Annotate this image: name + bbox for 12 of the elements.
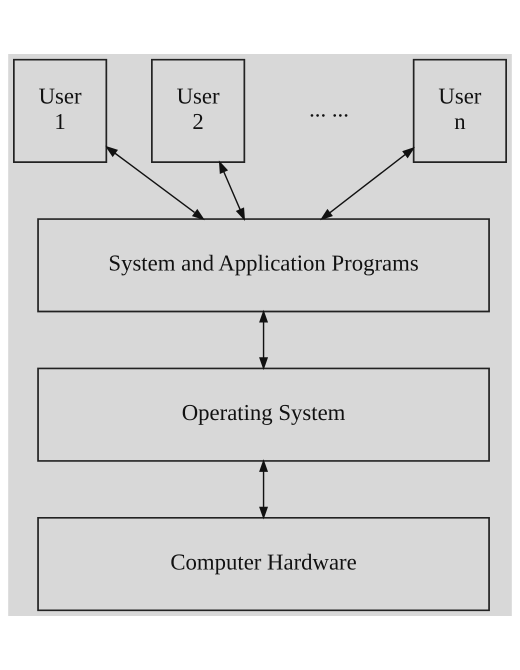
node-box: Operating System [37, 368, 490, 462]
node-box: System and Application Programs [37, 218, 490, 312]
arrow [105, 146, 205, 220]
node-box: User n [412, 58, 507, 163]
node-box: User 2 [151, 58, 246, 163]
label: ... ... [309, 96, 349, 122]
arrow [259, 310, 268, 370]
arrow [320, 146, 416, 220]
arrow [218, 160, 246, 221]
arrow [259, 459, 268, 520]
node-box: User 1 [13, 58, 108, 163]
node-box: Computer Hardware [37, 516, 490, 612]
